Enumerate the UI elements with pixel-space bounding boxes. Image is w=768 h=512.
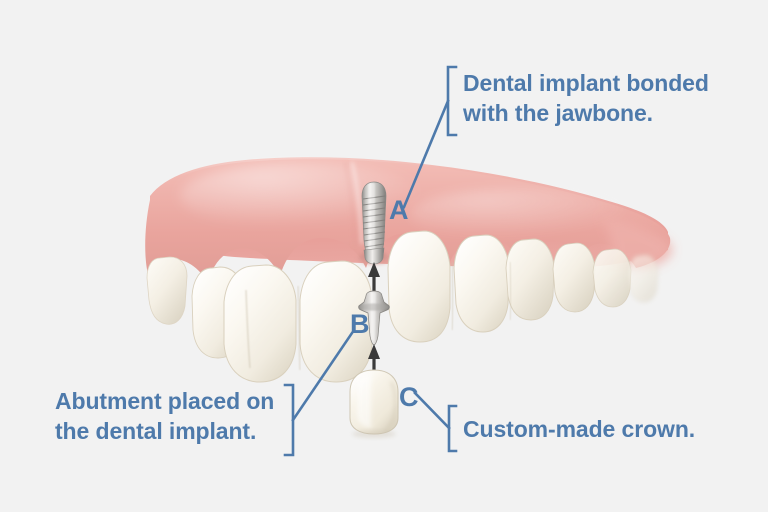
callout-c-text: Custom-made crown. [463, 416, 696, 442]
callout-b-text: Abutment placed on the dental implant. [55, 388, 275, 444]
teeth-group [146, 230, 659, 383]
implant-screw [361, 181, 387, 265]
gum-ridge [145, 157, 673, 283]
leader-line-c [413, 391, 451, 430]
leader-line-b [291, 331, 354, 422]
crown [349, 369, 399, 438]
marker-label-a: A [389, 195, 409, 225]
arrow-abutment-to-implant [368, 262, 380, 294]
callout-c-leader [413, 391, 458, 453]
leader-line-a [402, 99, 450, 209]
marker-label-c: C [399, 382, 419, 412]
marker-label-b: B [350, 309, 370, 339]
callout-a-text: Dental implant bonded with the jawbone. [463, 70, 709, 126]
callout-a-leader [402, 65, 458, 209]
callout-b-leader [283, 331, 354, 457]
abutment [358, 290, 390, 346]
